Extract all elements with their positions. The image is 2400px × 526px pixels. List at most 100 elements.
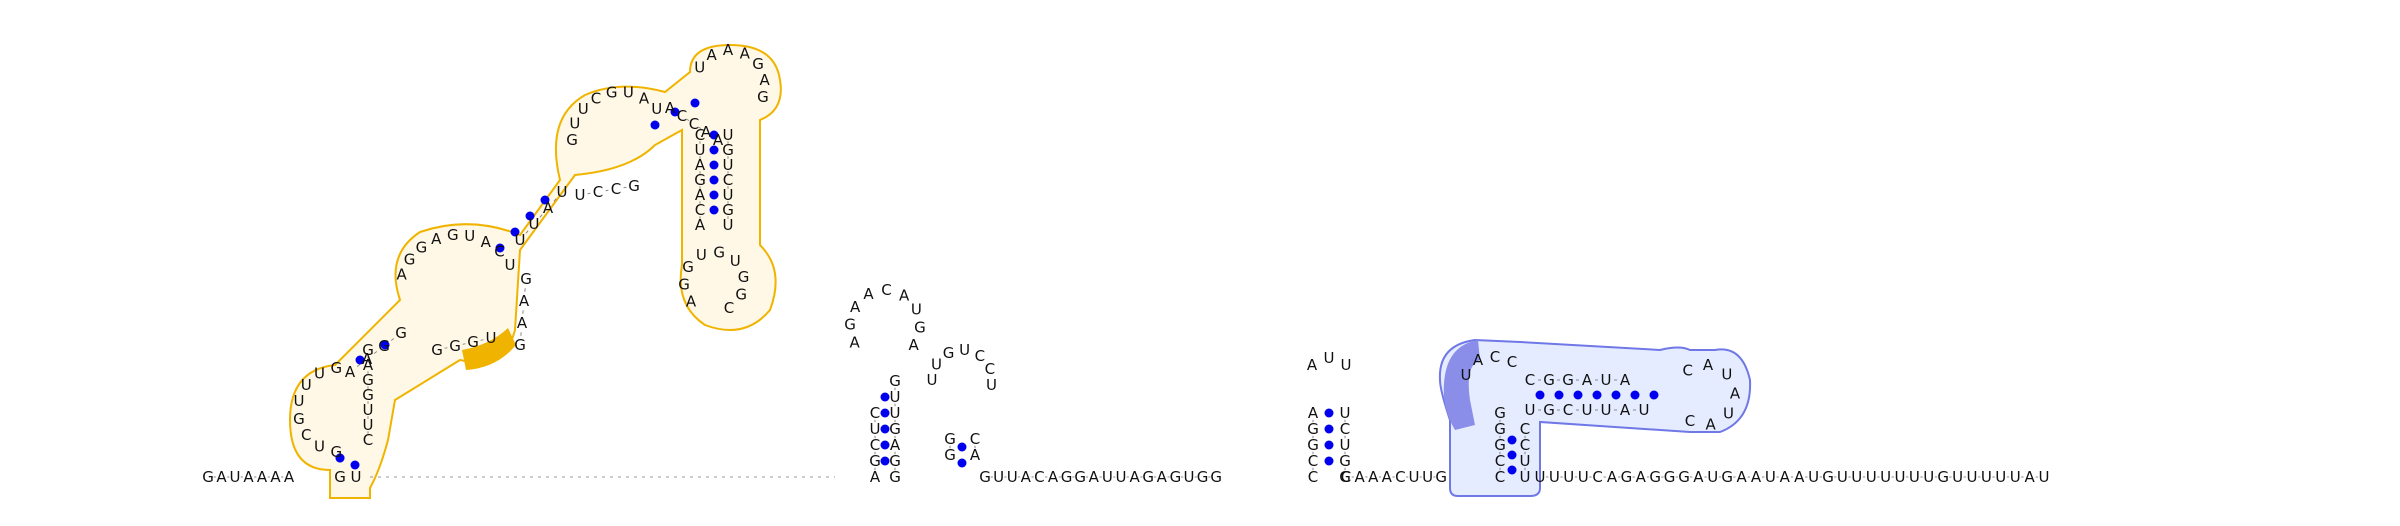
nucleotide-U: U (314, 364, 325, 382)
nucleotide-U: U (890, 388, 901, 406)
highlight-layer (288, 43, 1752, 499)
nucleotide-G: G (979, 468, 991, 486)
nucleotide-C: C (1685, 412, 1695, 430)
nucleotide-C: C (695, 201, 705, 219)
nucleotide-A: A (1473, 351, 1484, 369)
nucleotide-G: G (331, 443, 343, 461)
base-pair-dot (380, 340, 390, 350)
nucleotide-C: C (591, 89, 601, 107)
nucleotide-U: U (557, 183, 568, 201)
nucleotide-U: U (1923, 468, 1934, 486)
base-pair-dot (495, 243, 505, 253)
nucleotide-U: U (1837, 468, 1848, 486)
nucleotide-G: G (889, 372, 901, 390)
nucleotide-G: G (889, 420, 901, 438)
base-pair-dot (1324, 456, 1334, 466)
nucleotide-A: A (1607, 468, 1618, 486)
base-pair-dot (1649, 390, 1659, 400)
nucleotide-G: G (362, 371, 374, 389)
nucleotide-U: U (1723, 405, 1734, 423)
nucleotide-C: C (1495, 468, 1505, 486)
nucleotide-U: U (1340, 436, 1351, 454)
nucleotide-A: A (431, 230, 442, 248)
yellow-region-outline (288, 43, 782, 499)
base-pair-dot (1535, 390, 1545, 400)
nucleotide-U: U (723, 186, 734, 204)
nucleotide-G: G (1061, 468, 1073, 486)
nucleotide-G: G (467, 333, 479, 351)
nucleotide-A: A (686, 292, 697, 310)
base-pair-dot (1554, 390, 1564, 400)
nucleotide-U: U (1007, 468, 1018, 486)
nucleotide-A: A (396, 265, 407, 283)
nucleotide-C: C (611, 180, 621, 198)
backbone-segment (686, 118, 690, 122)
nucleotide-A: A (740, 44, 751, 62)
nucleotide-U: U (1102, 468, 1113, 486)
nucleotide-U: U (1563, 468, 1574, 486)
nucleotide-U: U (651, 100, 662, 118)
base-pair-dot (1324, 408, 1334, 418)
nucleotide-G: G (1562, 371, 1574, 389)
nucleotide-U: U (723, 216, 734, 234)
nucleotide-C: C (689, 115, 699, 133)
nucleotide-G: G (678, 276, 690, 294)
nucleotide-U: U (696, 246, 707, 264)
nucleotide-U: U (1341, 356, 1352, 374)
nucleotide-A: A (1048, 468, 1059, 486)
nucleotide-U: U (529, 215, 540, 233)
nucleotide-A: A (216, 468, 227, 486)
nucleotide-U: U (890, 404, 901, 422)
base-pair-dot (709, 190, 719, 200)
nucleotide-A: A (713, 131, 724, 149)
backbone-segment (444, 347, 448, 349)
nucleotide-U: U (2039, 468, 2050, 486)
nucleotide-A: A (257, 468, 268, 486)
base-pair-dot (1507, 465, 1517, 475)
nucleotide-U: U (1520, 452, 1531, 470)
base-pair-dot (350, 460, 360, 470)
nucleotide-A: A (1780, 468, 1791, 486)
nucleotide-C: C (695, 126, 705, 144)
base-pair-layer (335, 98, 1659, 475)
nucleotide-G: G (378, 337, 390, 355)
nucleotide-A: A (1730, 385, 1741, 403)
nucleotide-U: U (575, 186, 586, 204)
nucleotide-G: G (752, 55, 764, 73)
nucleotide-C: C (975, 347, 985, 365)
nucleotide-U: U (1184, 468, 1195, 486)
nucleotide-A: A (701, 123, 712, 141)
nucleotide-A: A (517, 314, 528, 332)
nucleotide-U: U (1601, 371, 1612, 389)
base-pair-dot (880, 440, 890, 450)
nucleotide-G: G (293, 410, 305, 428)
nucleotide-U: U (1520, 468, 1531, 486)
nucleotide-U: U (1340, 404, 1351, 422)
nucleotide-U: U (623, 84, 634, 102)
nucleotide-G: G (1339, 468, 1351, 486)
nucleotide-G: G (362, 386, 374, 404)
nucleotide-G: G (395, 324, 407, 342)
nucleotide-C: C (1563, 401, 1573, 419)
nucleotide-G: G (404, 251, 416, 269)
nucleotide-U: U (1639, 401, 1650, 419)
nucleotide-A: A (723, 41, 734, 59)
nucleotide-G: G (889, 452, 901, 470)
nucleotide-G: G (202, 468, 214, 486)
nucleotide-G: G (713, 243, 725, 261)
yellow-region-accent (462, 328, 516, 370)
nucleotide-U: U (2010, 468, 2021, 486)
nucleotide-A: A (850, 334, 861, 352)
nucleotide-G: G (943, 344, 955, 362)
nucleotide-A: A (1706, 415, 1717, 433)
nucleotide-U: U (314, 438, 325, 456)
base-pair-dot (709, 130, 719, 140)
base-pair-dot (690, 98, 700, 108)
nucleotide-C: C (363, 431, 373, 449)
nucleotide-U: U (578, 100, 589, 118)
nucleotide-G: G (362, 341, 374, 359)
nucleotide-U: U (1721, 365, 1732, 383)
nucleotide-C: C (494, 243, 504, 261)
base-pair-dot (670, 107, 680, 117)
nucleotide-A: A (1736, 468, 1747, 486)
